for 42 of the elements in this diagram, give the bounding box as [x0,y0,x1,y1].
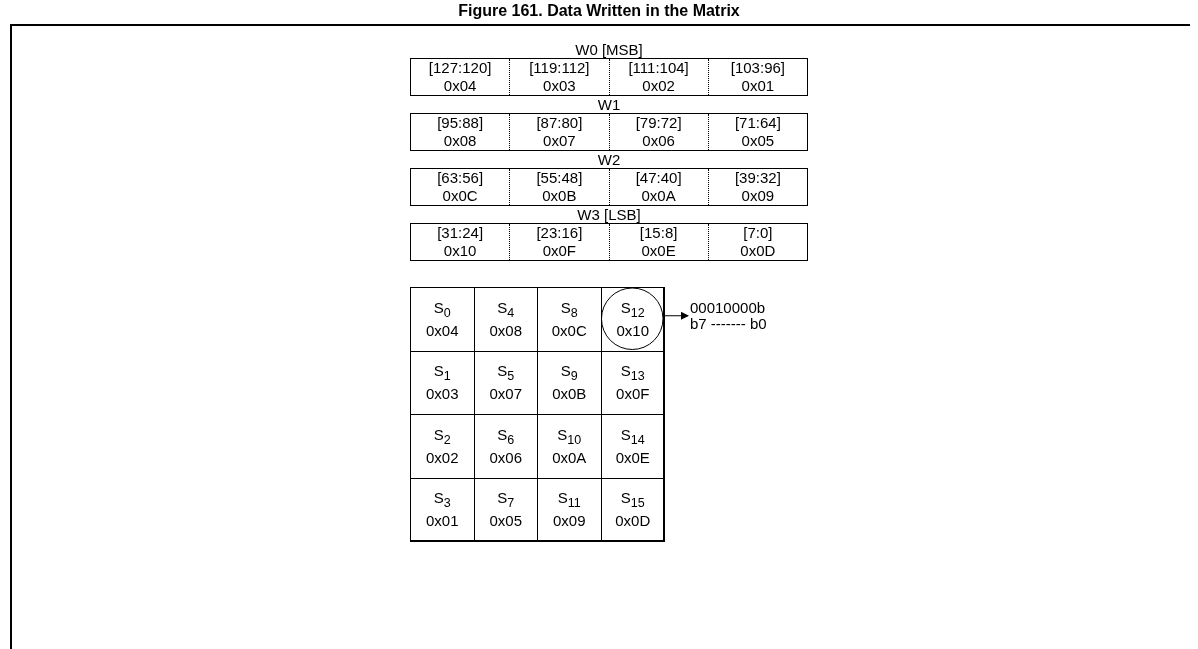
bit-range-cell-text: [103:96] 0x01 [729,59,786,95]
state-matrix [410,287,664,541]
bit-range-cell: [79:72] 0x06 [609,114,709,150]
register-label: W0 [MSB] [574,41,644,58]
bit-range-cell: [55:48] 0x0B [510,169,610,205]
cell-text: S$_{0}$ 0x04 [426,298,459,340]
bit-range-cell: [127:120] 0x04 [411,59,511,95]
register-label: W1 [596,96,622,113]
cell-text: S$_{14}$ 0x0E [615,425,650,467]
bit-range-cell: [63:56] 0x0C [411,169,511,205]
cell-text: S$_{3}$ 0x01 [426,489,459,531]
bit-range-cell-text: [39:32] 0x09 [733,169,782,205]
bit-range-cell: [31:24] 0x10 [411,224,511,260]
cell-text: S$_{4}$ 0x08 [489,298,522,340]
bit-range-cell: [119:112] 0x03 [510,59,610,95]
cell-text: S$_{10}$ 0x0A [552,425,587,467]
figure-title: Figure 161. Data Written in the Matrix [457,2,741,20]
cell-text: S$_{13}$ 0x0F [616,362,650,404]
bit-range-cell-text: [7:0] 0x0D [739,224,777,260]
matrix-cell [600,477,665,542]
cell-text: S$_{8}$ 0x0C [551,298,587,340]
bit-order-text: b7 ------- b0 [690,316,767,332]
cell-text: S$_{2}$ 0x02 [426,425,459,467]
bit-range-cell: [95:88] 0x08 [411,114,511,150]
bit-range-cell-text: [71:64] 0x05 [733,114,782,150]
cell-text: S$_{6}$ 0x06 [489,425,522,467]
cell-text: S$_{11}$ 0x09 [553,489,586,531]
bit-range-cell: [111:104] 0x02 [609,59,709,95]
cell-text: S$_{9}$ 0x0B [552,362,587,404]
register-label: W2 [596,151,622,168]
cell-text: S$_{7}$ 0x05 [489,489,522,531]
bit-range-cell: [87:80] 0x07 [510,114,610,150]
bit-range-cell: [15:8] 0x0E [609,224,709,260]
binary-value: 00010000b [690,300,767,316]
bit-range-cell: [47:40] 0x0A [609,169,709,205]
cell-text: S$_{15}$ 0x0D [615,489,651,531]
cell-text: S$_{12}$ 0x10 [616,298,649,340]
cell-text: S$_{5}$ 0x07 [489,362,522,404]
cell-text: S$_{1}$ 0x03 [426,362,459,404]
register-label: W3 [LSB] [576,206,642,223]
arrow [663,311,689,320]
bit-range-cell: [23:16] 0x0F [510,224,610,260]
